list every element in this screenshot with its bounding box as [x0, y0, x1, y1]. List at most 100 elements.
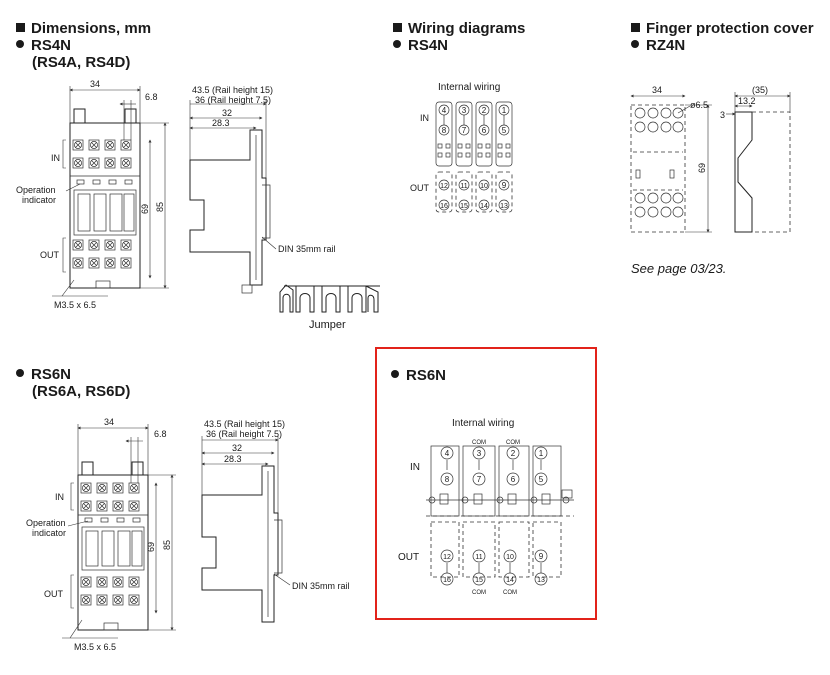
rs6n-com-label-bottom-right: COM: [503, 590, 517, 596]
rs4n-depth-32: 32: [222, 108, 232, 118]
finger-cover-drawing: 34 (35) 13.2 3 ø6.5 69: [630, 85, 791, 233]
rs4-t15: 15: [460, 203, 468, 210]
cover-gap-label: 3: [720, 110, 725, 120]
rs6n-depth-line2: 36 (Rail height 7.5): [206, 429, 282, 439]
bullet-icon: [16, 40, 24, 48]
rs6n-wiring-in-label: IN: [410, 462, 420, 473]
square-bullet-icon: [393, 23, 402, 32]
rs6n-in-label: IN: [55, 492, 64, 502]
rs4-t1: 1: [502, 106, 507, 115]
rs4n-wiring-in-label: IN: [420, 113, 429, 123]
rs4n-internal-wiring: Internal wiring IN OUT 4 3 2 1 8 7 6: [410, 82, 513, 213]
jumper-label: Jumper: [309, 319, 346, 331]
rs6-wiring-heading: RS6N: [391, 367, 446, 384]
cover-hole-label: ø6.5: [690, 100, 708, 110]
rs4n-width-label: 34: [90, 79, 100, 89]
rs6n-depth-line1: 43.5 (Rail height 15): [204, 419, 285, 429]
rs6n-depth-32: 32: [232, 443, 242, 453]
rs6n-wiring-title: Internal wiring: [452, 418, 514, 429]
rs4-t2: 2: [482, 106, 487, 115]
cover-width-label: 34: [652, 85, 662, 95]
rs6n-com-label-top-left: COM: [472, 440, 486, 446]
rs4n-screw-label: M3.5 x 6.5: [54, 300, 96, 310]
rs4n-depth-line1: 43.5 (Rail height 15): [192, 85, 273, 95]
rs4n-side-view: 43.5 (Rail height 15) 36 (Rail height 7.…: [189, 85, 336, 294]
rs4n-height-inner-label: 69: [140, 204, 150, 214]
rs4n-depth-283: 28.3: [212, 118, 230, 128]
rs4n-in-label: IN: [51, 153, 60, 163]
cover-heading: Finger protection cover RZ4N: [631, 20, 814, 54]
rs6-t4: 4: [445, 449, 450, 458]
rs6-t16: 16: [443, 577, 451, 584]
rs6-t7: 7: [477, 475, 482, 484]
rs4n-rail-label: DIN 35mm rail: [278, 244, 336, 254]
rs6n-screw-label: M3.5 x 6.5: [74, 642, 116, 652]
rs6-t1: 1: [539, 449, 544, 458]
jumper-drawing: Jumper: [279, 284, 380, 331]
rs4-t14: 14: [480, 203, 488, 210]
rs4-t7: 7: [462, 126, 467, 135]
bullet-icon: [631, 40, 639, 48]
bullet-icon: [391, 370, 399, 378]
rs6n-offset-label: 6.8: [154, 429, 167, 439]
rs4-t6: 6: [482, 126, 487, 135]
rs6n-side-view: 43.5 (Rail height 15) 36 (Rail height 7.…: [201, 419, 350, 623]
rs6-t6: 6: [511, 475, 516, 484]
see-page-note: See page 03/23.: [631, 261, 727, 276]
rs6-t15: 15: [475, 577, 483, 584]
rs4n-indicator-label-2: indicator: [22, 195, 56, 205]
rs6n-indicator-label-1: Operation: [26, 518, 66, 528]
rs6n-depth-283: 28.3: [224, 454, 242, 464]
rs6n-front-view: 34 6.8 69 85 IN OUT Operation indicator …: [26, 417, 176, 652]
rs4-t9: 9: [502, 181, 507, 190]
rs4n-out-label: OUT: [40, 250, 60, 260]
rs4n-depth-line2: 36 (Rail height 7.5): [195, 95, 271, 105]
rs6-t9: 9: [539, 552, 544, 561]
rs4n-height-outer-label: 85: [155, 202, 165, 212]
rs4-t13: 13: [500, 203, 508, 210]
rs6n-indicator-label-2: indicator: [32, 528, 66, 538]
rs4n-wiring-out-label: OUT: [410, 183, 430, 193]
rs6-t13: 13: [537, 577, 545, 584]
rs6n-com-label-top-right: COM: [506, 440, 520, 446]
rs4n-wiring-title: Internal wiring: [438, 82, 500, 93]
wiring-heading: Wiring diagrams RS4N: [393, 20, 525, 54]
rs4-t12: 12: [440, 183, 448, 190]
rs4-t3: 3: [462, 106, 467, 115]
rs6n-height-outer-label: 85: [162, 540, 172, 550]
rs4-t8: 8: [442, 126, 447, 135]
square-bullet-icon: [16, 23, 25, 32]
rs6n-com-label-bottom-left: COM: [472, 590, 486, 596]
rs6n-internal-wiring: Internal wiring IN OUT COM COM COM COM: [398, 418, 574, 596]
rs4n-front-view: 34 6.8 69 85 IN OUT Operation indicator …: [16, 79, 169, 310]
cover-depth-132-label: 13.2: [738, 96, 756, 106]
rs6-heading: RS6N (RS6A, RS6D): [16, 366, 130, 400]
cover-height-label: 69: [697, 163, 707, 173]
rs4-t10: 10: [480, 183, 488, 190]
rs6n-wiring-out-label: OUT: [398, 552, 419, 563]
cover-depth-label: (35): [752, 85, 768, 95]
rs4n-indicator-label-1: Operation: [16, 185, 56, 195]
rs4-t5: 5: [502, 126, 507, 135]
rs6n-height-inner-label: 69: [146, 542, 156, 552]
rs6-t2: 2: [511, 449, 516, 458]
rs6-t8: 8: [445, 475, 450, 484]
rs6-t14: 14: [506, 577, 514, 584]
rs6n-rail-label: DIN 35mm rail: [292, 581, 350, 591]
dimensions-heading: Dimensions, mm RS4N (RS4A, RS4D): [16, 20, 151, 71]
rs6n-wiring-highlight-frame: [375, 347, 597, 620]
rs6-t11: 11: [475, 554, 482, 561]
rs6n-out-label: OUT: [44, 589, 64, 599]
rs4-t4: 4: [442, 106, 447, 115]
square-bullet-icon: [631, 23, 640, 32]
rs6-t5: 5: [539, 475, 544, 484]
bullet-icon: [16, 369, 24, 377]
rs6-t12: 12: [443, 554, 451, 561]
rs6n-width-label: 34: [104, 417, 114, 427]
rs4n-offset-label: 6.8: [145, 92, 158, 102]
rs6-t3: 3: [477, 449, 482, 458]
rs6-t10: 10: [506, 554, 514, 561]
rs4-t11: 11: [460, 183, 467, 190]
rs4-t16: 16: [440, 203, 448, 210]
